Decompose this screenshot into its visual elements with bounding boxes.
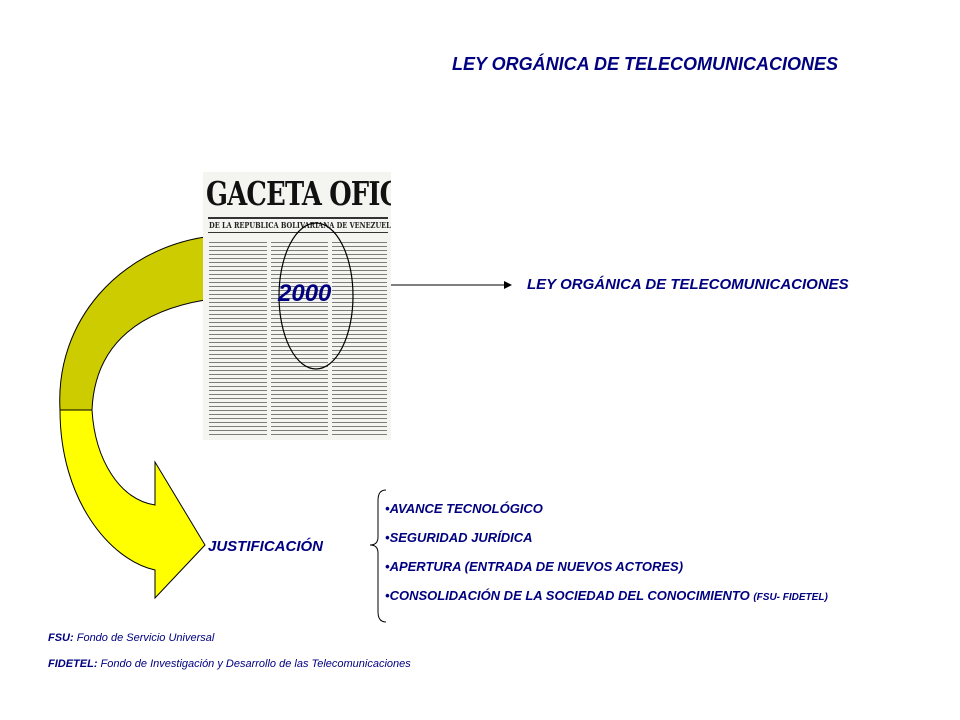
list-item-suffix: (FSU- FIDETEL) bbox=[753, 592, 828, 603]
footnote-abbr: FSU: bbox=[48, 632, 74, 644]
bullets-brace bbox=[369, 489, 387, 623]
gazette-column-gap bbox=[267, 242, 271, 437]
justification-label: JUSTIFICACIÓN bbox=[208, 538, 324, 555]
gazette-rule bbox=[208, 217, 388, 219]
justification-list: •AVANCE TECNOLÓGICO •SEGURIDAD JURÍDICA … bbox=[385, 501, 828, 617]
gazette-rule bbox=[208, 232, 388, 233]
arrowhead-to-law bbox=[504, 281, 512, 289]
footnote-fsu: FSU: Fondo de Servicio Universal bbox=[48, 632, 214, 644]
gazette-masthead: GACETA OFICIAL bbox=[206, 174, 391, 213]
list-item-text: APERTURA (ENTRADA DE NUEVOS ACTORES) bbox=[389, 559, 684, 574]
gazette-subtitle: DE LA REPUBLICA BOLIVARIANA DE VENEZUELA bbox=[209, 220, 391, 230]
list-item: •APERTURA (ENTRADA DE NUEVOS ACTORES) bbox=[385, 559, 684, 574]
gazette-column-gap bbox=[328, 242, 332, 437]
year-label: 2000 bbox=[278, 280, 332, 307]
gazette-text-body bbox=[209, 242, 387, 437]
curved-arrow-upper bbox=[59, 236, 206, 411]
footnote-definition: Fondo de Servicio Universal bbox=[73, 632, 215, 644]
law-label: LEY ORGÁNICA DE TELECOMUNICACIONES bbox=[527, 276, 849, 293]
list-item: •CONSOLIDACIÓN DE LA SOCIEDAD DEL CONOCI… bbox=[385, 588, 828, 603]
footnote-abbr: FIDETEL: bbox=[48, 658, 98, 670]
curved-arrow-lower bbox=[59, 409, 206, 600]
footnote-fidetel: FIDETEL: Fondo de Investigación y Desarr… bbox=[48, 658, 411, 670]
list-item-text: AVANCE TECNOLÓGICO bbox=[389, 501, 543, 516]
list-item: •SEGURIDAD JURÍDICA bbox=[385, 530, 533, 545]
footnote-definition: Fondo de Investigación y Desarrollo de l… bbox=[97, 658, 411, 670]
slide-title: LEY ORGÁNICA DE TELECOMUNICACIONES bbox=[452, 54, 839, 74]
list-item-text: CONSOLIDACIÓN DE LA SOCIEDAD DEL CONOCIM… bbox=[389, 588, 754, 603]
list-item: •AVANCE TECNOLÓGICO bbox=[385, 501, 543, 516]
list-item-text: SEGURIDAD JURÍDICA bbox=[389, 530, 533, 545]
